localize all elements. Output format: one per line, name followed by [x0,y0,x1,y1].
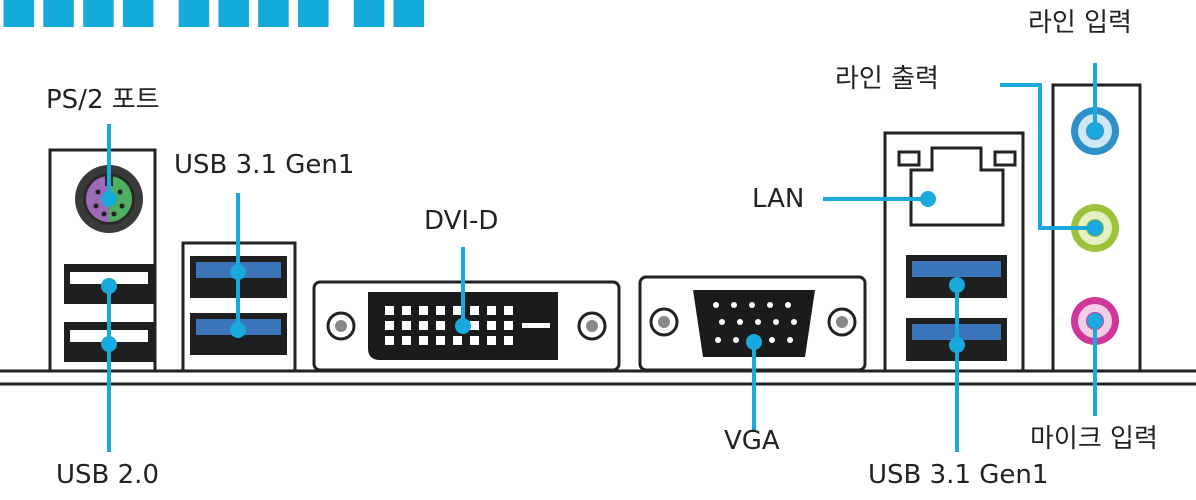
label-mic-in: 마이크 입력 [1030,424,1158,454]
label-dvi-d: DVI-D [424,206,499,236]
ps2-usb2-block [48,148,157,370]
label-usb31-gen1-right: USB 3.1 Gen1 [868,460,1049,490]
label-line-out: 라인 출력 [835,64,939,94]
label-usb31-gen1-left: USB 3.1 Gen1 [174,150,355,180]
callout-lines [101,63,1103,452]
label-lan: LAN [752,184,805,214]
label-ps2-port: PS/2 포트 [46,85,160,115]
label-vga: VGA [724,426,780,456]
lan-port-icon [897,146,1017,227]
clipped-header-text: ■■■■ ■■■■ ■■ [0,0,430,32]
label-line-in: 라인 입력 [1028,8,1132,38]
lan-usb31-block [883,131,1025,370]
board-baseline [0,369,1196,386]
label-usb20: USB 2.0 [56,460,159,490]
